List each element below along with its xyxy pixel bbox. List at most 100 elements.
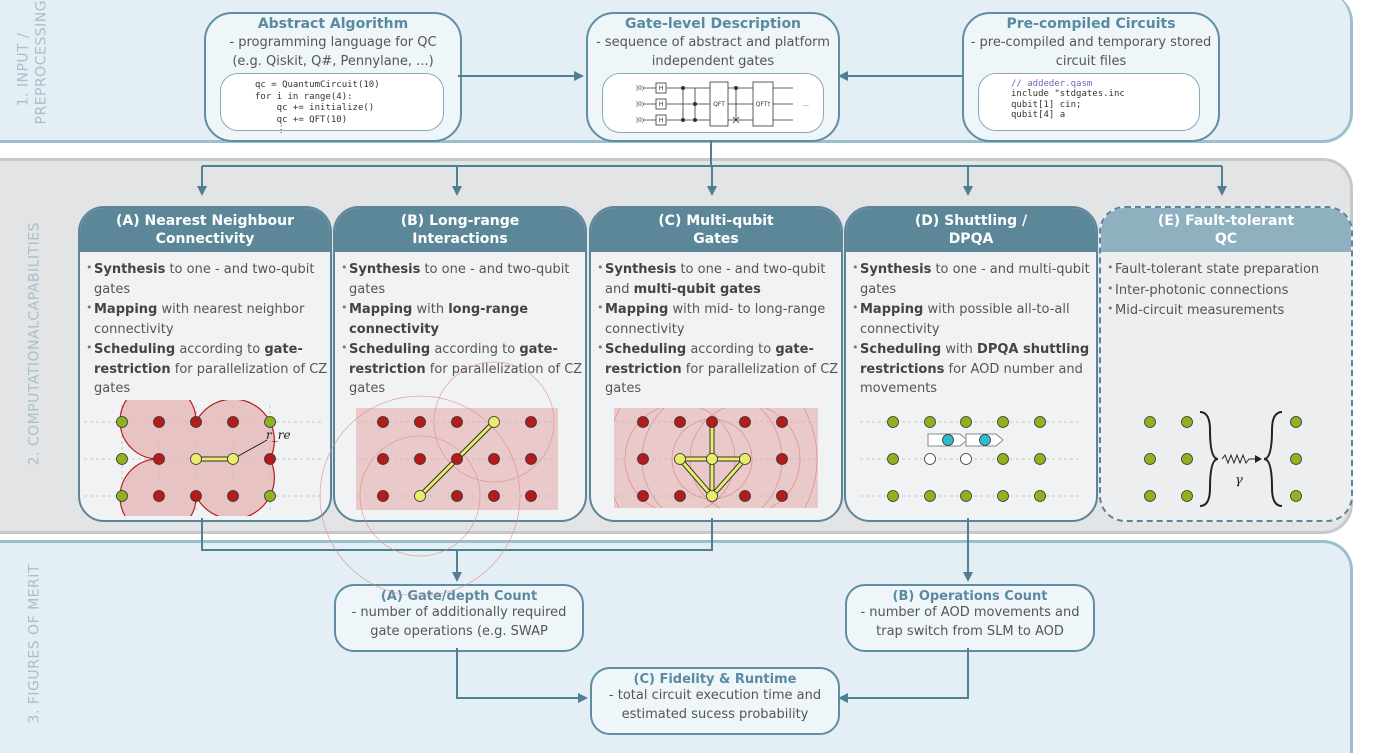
capability-bullets: Synthesis to one - and two-qubit gatesMa… xyxy=(341,260,585,399)
bullet-text: Inter-photonic connections xyxy=(1115,282,1289,298)
gate-circuit-diagram: |0⟩ |0⟩ |0⟩ H H H QFT QFT† ... xyxy=(602,73,824,133)
code-line: qubit[1] cin; xyxy=(1011,99,1082,110)
bullet-keyword: Scheduling xyxy=(349,342,431,357)
capability-bullets: Synthesis to one - and multi-qubit gates… xyxy=(852,260,1096,399)
abstract-algorithm-desc: - programming language for QC (e.g. Qisk… xyxy=(229,35,437,69)
capability-title: (E) Fault-tolerant QC xyxy=(1101,208,1351,252)
capability-bullet: Scheduling according to gate-restriction… xyxy=(597,340,841,399)
merit-operations-box: (B) Operations Count - number of AOD mov… xyxy=(845,584,1095,652)
bullet-text: to one - and two-qubit gates xyxy=(349,262,570,297)
capability-title: (D) Shuttling / DPQA xyxy=(846,208,1096,252)
capability-bullet: Mapping with possible all-to-all connect… xyxy=(852,300,1096,339)
wire-label: |0⟩ xyxy=(636,117,644,124)
capability-bullet: Synthesis to one - and multi-qubit gates xyxy=(852,260,1096,299)
capability-bullets: Synthesis to one - and two-qubit and mul… xyxy=(597,260,841,399)
bullet-keyword: Synthesis xyxy=(349,262,421,277)
capability-title: (C) Multi-qubit Gates xyxy=(591,208,841,252)
bullet-keyword: long-range connectivity xyxy=(349,302,529,337)
bullet-text: to one - and multi-qubit gates xyxy=(860,262,1090,297)
capability-bullet: Synthesis to one - and two-qubit gates xyxy=(341,260,585,299)
code-line: ⋮ xyxy=(255,124,286,135)
gate-level-title: Gate-level Description xyxy=(624,16,802,32)
bullet-text: with xyxy=(412,302,449,317)
wire-label: |0⟩ xyxy=(636,101,644,108)
code-line: qc = QuantumCircuit(10) xyxy=(255,80,380,90)
bullet-keyword: Synthesis xyxy=(860,262,932,277)
gate-ellipsis: ... xyxy=(803,101,809,108)
merit-title: (B) Operations Count xyxy=(892,589,1048,604)
section-label-input: 1. INPUT / PREPROCESSING xyxy=(15,0,50,125)
abstract-algorithm-title: Abstract Algorithm xyxy=(257,16,409,32)
bullet-text: according to xyxy=(430,342,520,357)
bullet-keyword: Mapping xyxy=(94,302,158,317)
capability-card-d: (D) Shuttling / DPQA Synthesis to one - … xyxy=(844,206,1098,522)
gate-h: H xyxy=(659,85,664,92)
precompiled-desc: - pre-compiled and temporary stored circ… xyxy=(970,35,1212,69)
bullet-text: with xyxy=(941,342,978,357)
abstract-code-snippet: qc = QuantumCircuit(10) for i in range(4… xyxy=(220,73,444,135)
bullet-keyword: gate-restriction xyxy=(605,342,814,377)
qasm-code-snippet: // addeder.qasm include "stdgates.inc qu… xyxy=(978,73,1200,131)
bullet-keyword: Synthesis xyxy=(94,262,166,277)
bullet-keyword: Synthesis xyxy=(605,262,677,277)
bullet-keyword: Scheduling xyxy=(605,342,687,357)
capability-card-b: (B) Long-range Interactions Synthesis to… xyxy=(333,206,587,522)
bullet-text: for parallelization of CZ gates xyxy=(94,361,328,397)
code-line: qc += initialize() xyxy=(255,103,375,114)
gate-h: H xyxy=(659,117,664,124)
bullet-text: Mid-circuit measurements xyxy=(1115,303,1285,318)
bullet-text: with mid- to long-range connectivity xyxy=(605,302,826,337)
code-line: // addeder.qasm xyxy=(1011,79,1093,89)
capability-bullet: Mapping with mid- to long-range connecti… xyxy=(597,300,841,339)
capability-bullet: Mid-circuit measurements xyxy=(1107,301,1351,321)
gate-h: H xyxy=(659,101,664,108)
bullet-keyword: Scheduling xyxy=(94,342,176,357)
bullet-text: according to xyxy=(686,342,776,357)
capability-bullets: Synthesis to one - and two-qubit gatesMa… xyxy=(86,260,330,399)
capability-bullet: Synthesis to one - and two-qubit and mul… xyxy=(597,260,841,299)
merit-desc: - number of AOD movements and trap switc… xyxy=(860,605,1080,639)
bullet-keyword: gate-restriction xyxy=(349,342,558,377)
bullet-text: to one - and two-qubit and xyxy=(605,262,826,297)
capability-bullet: Inter-photonic connections xyxy=(1107,281,1351,301)
merit-gate-depth-box: (A) Gate/depth Count - number of additio… xyxy=(334,584,584,652)
bullet-keyword: gate-restriction xyxy=(94,342,303,377)
bullet-keyword: multi-qubit gates xyxy=(633,281,761,297)
bullet-keyword: Mapping xyxy=(349,302,413,317)
capability-card-a: (A) Nearest Neighbour Connectivity Synth… xyxy=(78,206,332,522)
section-label-capabilities: 2. COMPUTATIONALCAPABILITIES xyxy=(26,222,43,466)
bullet-keyword: Mapping xyxy=(860,302,924,317)
code-line: include "stdgates.inc xyxy=(1011,89,1125,100)
merit-desc: - total circuit execution time and estim… xyxy=(608,688,822,722)
capability-title: (B) Long-range Interactions xyxy=(335,208,585,252)
code-line: qubit[4] a xyxy=(1011,110,1066,121)
capability-title: (A) Nearest Neighbour Connectivity xyxy=(80,208,330,252)
capability-bullet: Fault-tolerant state preparation xyxy=(1107,260,1351,280)
capability-card-e: (E) Fault-tolerant QC Fault-tolerant sta… xyxy=(1099,206,1353,522)
bullet-keyword: Scheduling xyxy=(860,342,942,357)
capability-card-c: (C) Multi-qubit Gates Synthesis to one -… xyxy=(589,206,843,522)
capability-bullet: Mapping with nearest neighbor connectivi… xyxy=(86,300,330,339)
capability-bullet: Scheduling according to gate-restriction… xyxy=(86,340,330,399)
precompiled-title: Pre-compiled Circuits xyxy=(1006,16,1176,32)
gate-qft-dagger: QFT† xyxy=(756,101,771,108)
bullet-keyword: Mapping xyxy=(605,302,669,317)
bullet-text: to one - and two-qubit gates xyxy=(94,262,315,297)
capability-bullets: Fault-tolerant state preparationInter-ph… xyxy=(1107,260,1351,321)
wire-label: |0⟩ xyxy=(636,85,644,92)
merit-title: (C) Fidelity & Runtime xyxy=(633,672,797,687)
capability-bullet: Mapping with long-range connectivity xyxy=(341,300,585,339)
circuit-svg: |0⟩ |0⟩ |0⟩ H H H QFT QFT† ... xyxy=(636,81,809,127)
section-label-merit: 3. FIGURES OF MERIT xyxy=(26,564,43,724)
merit-desc: - number of additionally required gate o… xyxy=(351,605,567,639)
code-line: for i in range(4): xyxy=(255,91,353,102)
merit-fidelity-box: (C) Fidelity & Runtime - total circuit e… xyxy=(590,667,840,735)
bullet-keyword: DPQA shuttling restrictions xyxy=(860,342,1090,377)
merit-title: (A) Gate/depth Count xyxy=(380,589,538,604)
bullet-text: with nearest neighbor connectivity xyxy=(94,302,305,337)
capability-bullet: Synthesis to one - and two-qubit gates xyxy=(86,260,330,299)
bullet-text: with possible all-to-all connectivity xyxy=(860,302,1070,337)
code-line: qc += QFT(10) xyxy=(255,115,348,126)
bullet-text: Fault-tolerant state preparation xyxy=(1115,262,1320,277)
gate-level-desc: - sequence of abstract and platform inde… xyxy=(596,35,830,69)
